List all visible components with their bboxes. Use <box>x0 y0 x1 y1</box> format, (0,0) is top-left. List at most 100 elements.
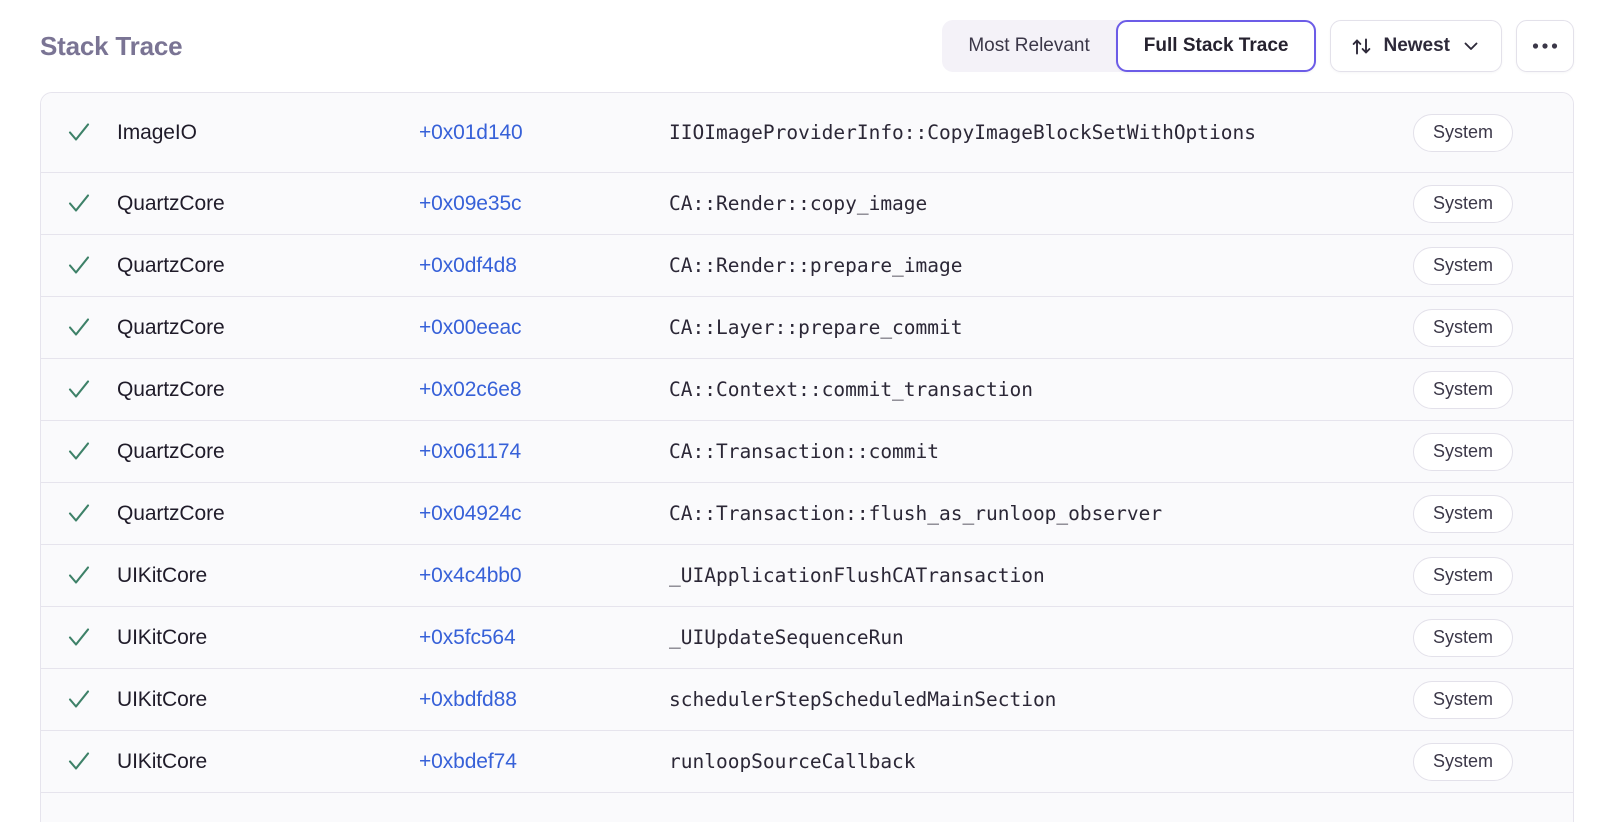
status-badge: System <box>1413 556 1514 595</box>
row-function-name: _UIUpdateSequenceRun <box>669 625 904 649</box>
table-row[interactable]: UIKitCore +0xbdfd88 schedulerStepScheduled… <box>41 669 1573 731</box>
status-badge: System <box>1413 742 1514 781</box>
table-row[interactable]: QuartzCore +0x04924c CA::Transaction::flus… <box>41 483 1573 545</box>
checkmark-icon <box>66 749 92 775</box>
checkmark-icon <box>66 315 92 341</box>
chevron-down-icon <box>1461 36 1481 56</box>
row-checkmark-cell[interactable] <box>41 253 117 279</box>
row-module-name: QuartzCore <box>117 501 225 525</box>
tab-full-stack-trace[interactable]: Full Stack Trace <box>1115 20 1317 72</box>
row-checkmark-cell[interactable] <box>41 749 117 775</box>
status-badge: System <box>1413 680 1514 719</box>
row-module-name: ImageIO <box>117 120 197 144</box>
row-checkmark-cell[interactable] <box>41 563 117 589</box>
status-badge: System <box>1413 308 1514 347</box>
table-row[interactable]: QuartzCore +0x02c6e8 CA::Context::commit_t… <box>41 359 1573 421</box>
more-options-button[interactable] <box>1516 20 1574 72</box>
stack-trace-mode-segmented-control[interactable]: Most Relevant Full Stack Trace <box>942 20 1317 72</box>
row-offset-link[interactable]: +0x0df4d8 <box>419 253 517 277</box>
checkmark-icon <box>66 687 92 713</box>
table-row[interactable]: QuartzCore +0x09e35c CA::Render::copy_imag… <box>41 173 1573 235</box>
row-badge-cell: System <box>1413 494 1553 533</box>
row-module-name: UIKitCore <box>117 749 208 773</box>
table-row[interactable]: QuartzCore +0x0df4d8 CA::Render::prepare_i… <box>41 235 1573 297</box>
row-checkmark-cell[interactable] <box>41 377 117 403</box>
status-badge: System <box>1413 370 1514 409</box>
row-checkmark-cell[interactable] <box>41 687 117 713</box>
row-function-name: CA::Layer::prepare_commit <box>669 315 963 339</box>
row-offset-link[interactable]: +0x02c6e8 <box>419 377 522 401</box>
row-function-name: CA::Transaction::commit <box>669 439 940 463</box>
row-offset-link[interactable]: +0x01d140 <box>419 120 523 144</box>
status-badge: System <box>1413 184 1514 223</box>
checkmark-icon <box>66 625 92 651</box>
row-badge-cell: System <box>1413 556 1553 595</box>
checkmark-icon <box>66 439 92 465</box>
row-module-name: QuartzCore <box>117 253 225 277</box>
checkmark-icon <box>66 253 92 279</box>
row-module-name: QuartzCore <box>117 315 225 339</box>
status-badge: System <box>1413 432 1514 471</box>
row-offset-link[interactable]: +0x09e35c <box>419 191 522 215</box>
table-row[interactable]: QuartzCore +0x061174 CA::Transaction::comm… <box>41 421 1573 483</box>
checkmark-icon <box>66 377 92 403</box>
row-checkmark-cell[interactable] <box>41 439 117 465</box>
row-offset-link[interactable]: +0xbdef74 <box>419 749 517 773</box>
row-offset-link[interactable]: +0x4c4bb0 <box>419 563 522 587</box>
row-module-name: QuartzCore <box>117 191 225 215</box>
row-function-name: CA::Context::commit_transaction <box>669 377 1033 401</box>
row-checkmark-cell[interactable] <box>41 120 117 146</box>
row-badge-cell: System <box>1413 184 1553 223</box>
row-module-name: QuartzCore <box>117 439 225 463</box>
row-offset-link[interactable]: +0x04924c <box>419 501 522 525</box>
row-checkmark-cell[interactable] <box>41 191 117 217</box>
row-badge-cell: System <box>1413 618 1553 657</box>
row-offset-link[interactable]: +0x061174 <box>419 439 522 463</box>
row-function-name: CA::Transaction::flush_as_runloop_observ… <box>669 501 1163 525</box>
checkmark-icon <box>66 120 92 146</box>
sort-button[interactable]: Newest <box>1330 20 1502 72</box>
row-checkmark-cell[interactable] <box>41 315 117 341</box>
ellipsis-icon <box>1532 42 1558 50</box>
row-offset-link[interactable]: +0x5fc564 <box>419 625 516 649</box>
table-row[interactable]: ImageIO +0x01d140 IIOImageProviderInfo::Co… <box>41 93 1573 173</box>
table-row[interactable]: QuartzCore +0x00eeac CA::Layer::prepare_co… <box>41 297 1573 359</box>
row-function-name: schedulerStepScheduledMainSection <box>669 687 1057 711</box>
status-badge: System <box>1413 494 1514 533</box>
row-function-name: runloopSourceCallback <box>669 749 916 773</box>
row-offset-link[interactable]: +0xbdfd88 <box>419 687 517 711</box>
table-row[interactable]: UIKitCore +0x4c4bb0 _UIApplicationFlushCAT… <box>41 545 1573 607</box>
row-badge-cell: System <box>1413 308 1553 347</box>
sort-button-label: Newest <box>1383 35 1450 56</box>
status-badge: System <box>1413 618 1514 657</box>
row-checkmark-cell[interactable] <box>41 625 117 651</box>
tab-most-relevant[interactable]: Most Relevant <box>942 20 1115 72</box>
row-checkmark-cell[interactable] <box>41 501 117 527</box>
row-module-name: UIKitCore <box>117 625 208 649</box>
row-badge-cell: System <box>1413 246 1553 285</box>
row-badge-cell: System <box>1413 680 1553 719</box>
sort-arrows-icon <box>1351 36 1372 57</box>
row-module-name: UIKitCore <box>117 687 208 711</box>
table-row[interactable]: UIKitCore +0x5fc564 _UIUpdateSequenceRun Sy… <box>41 607 1573 669</box>
panel-header: Stack Trace Most Relevant Full Stack Tra… <box>0 0 1614 92</box>
row-offset-link[interactable]: +0x00eeac <box>419 315 522 339</box>
table-row[interactable]: UIKitCore +0xbdef74 runloopSourceCallback S… <box>41 731 1573 793</box>
row-badge-cell: System <box>1413 113 1553 152</box>
row-badge-cell: System <box>1413 370 1553 409</box>
row-module-name: UIKitCore <box>117 563 208 587</box>
row-function-name: CA::Render::copy_image <box>669 191 928 215</box>
checkmark-icon <box>66 563 92 589</box>
stack-trace-table: ImageIO +0x01d140 IIOImageProviderInfo::Co… <box>40 92 1574 822</box>
header-actions: Most Relevant Full Stack Trace Newest <box>942 20 1574 72</box>
row-function-name: _UIApplicationFlushCATransaction <box>669 563 1045 587</box>
row-module-name: QuartzCore <box>117 377 225 401</box>
page-title: Stack Trace <box>40 31 183 61</box>
row-badge-cell: System <box>1413 742 1553 781</box>
row-badge-cell: System <box>1413 432 1553 471</box>
checkmark-icon <box>66 191 92 217</box>
status-badge: System <box>1413 113 1514 152</box>
row-function-name: CA::Render::prepare_image <box>669 253 963 277</box>
row-function-name: IIOImageProviderInfo::CopyImageBlockSetW… <box>669 120 1256 144</box>
